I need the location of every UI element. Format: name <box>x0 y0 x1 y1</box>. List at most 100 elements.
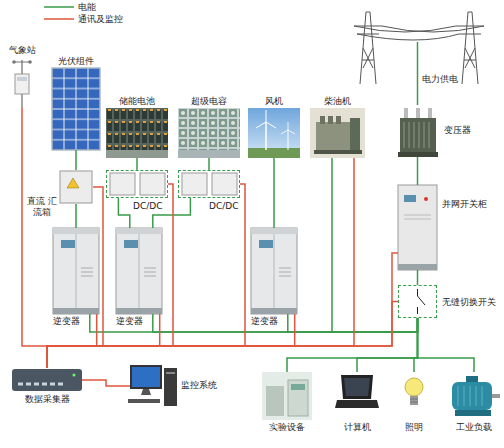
power-tower-part <box>354 12 382 84</box>
lab-equipment: 实验设备 <box>262 372 312 420</box>
wind-photo-part <box>248 148 300 158</box>
inverter: 逆变器 <box>116 228 162 314</box>
node-label: 计算机 <box>332 422 382 433</box>
capacitor-photo-part <box>178 108 240 158</box>
power-line <box>90 314 418 332</box>
inverter-cabinet-part <box>279 268 291 276</box>
dcdc-units-part <box>140 173 165 195</box>
weather-station-art-part <box>15 74 29 94</box>
motor-art-part <box>458 386 482 406</box>
monitor-art-part <box>164 368 177 406</box>
capacitor-photo <box>178 108 240 158</box>
power-line <box>417 86 419 105</box>
bulb-art-part <box>410 396 418 405</box>
legend-line <box>44 6 74 8</box>
lab-equipment-art-part <box>291 384 305 390</box>
capacitor-photo-part <box>178 150 240 158</box>
lab-equipment-art-part <box>262 372 312 420</box>
combiner-box-art-part <box>67 178 79 188</box>
dcdc-units-part <box>182 173 207 195</box>
node-label: 逆变器 <box>116 316 162 327</box>
signal-line <box>22 108 47 368</box>
power-line <box>273 158 275 228</box>
weather-station-art <box>12 60 32 108</box>
power-tower <box>354 12 484 86</box>
switch-symbol <box>418 289 426 314</box>
power-line <box>417 270 419 285</box>
switchgear-cabinet-part <box>404 215 431 219</box>
node-label: 逆变器 <box>53 316 99 327</box>
power-line <box>418 318 475 372</box>
transformer-art <box>398 108 438 157</box>
switchgear-cabinet-part <box>424 197 428 201</box>
power-line <box>357 318 418 372</box>
switch-symbol-part <box>418 289 426 314</box>
node-label: 工业负载 <box>444 422 504 433</box>
wind-photo-part <box>281 122 295 134</box>
data-collector-art <box>12 369 82 391</box>
legend-sample <box>44 15 74 23</box>
weather-station-art-part <box>17 77 27 81</box>
node-label: 照明 <box>394 422 434 433</box>
power-line <box>208 158 210 170</box>
grid-switchgear: 并网开关柜 <box>398 185 437 270</box>
signal-line <box>82 380 130 386</box>
lab-equipment-art-part <box>266 386 284 416</box>
monitor-art-part <box>131 366 161 388</box>
node-label: 电力供电 <box>422 74 462 85</box>
motor-art-part <box>466 376 478 383</box>
node-label: 超级电容 <box>178 96 240 107</box>
power-tower-part <box>354 26 484 40</box>
node-label: 柴油机 <box>310 96 365 107</box>
inverter-cabinet-part <box>144 268 156 276</box>
monitoring-system: 监控系统 <box>130 365 178 407</box>
data-collector: 数据采集器 <box>12 368 82 392</box>
transformer-art-part <box>428 108 432 118</box>
inverter-cabinet-part <box>251 308 297 314</box>
inverter-cabinet-part <box>53 228 99 234</box>
transformer: 变压器 <box>395 105 440 157</box>
wind-photo-part <box>256 110 276 128</box>
diesel-photo <box>310 108 365 158</box>
legend-text: 电能 <box>78 1 96 14</box>
power-line <box>332 158 418 332</box>
diesel-photo-part <box>328 116 333 124</box>
transfer-switch: 无缝切换开关 <box>398 285 437 318</box>
power-line <box>75 150 77 170</box>
node-label: 监控系统 <box>181 380 221 391</box>
legend-text: 通讯及监控 <box>78 13 123 26</box>
grid-supply: 电力供电 <box>350 8 485 86</box>
inverter-cabinet-part <box>251 228 297 314</box>
node-label: 变压器 <box>444 125 484 136</box>
transformer-art-part <box>404 122 429 148</box>
diesel-photo-part <box>320 116 325 124</box>
lab-equipment-art-part <box>288 380 308 416</box>
inverter-cabinet-part <box>61 240 75 248</box>
laptop-art <box>335 375 379 408</box>
node-label: 无缝切换开关 <box>442 297 504 308</box>
transformer-art-part <box>404 108 408 118</box>
node-label: 储能电池 <box>106 96 168 107</box>
switchgear-cabinet <box>398 185 437 270</box>
diesel-photo-part <box>310 108 365 158</box>
inverter-cabinet-part <box>116 228 162 234</box>
combiner-box-art <box>60 171 92 203</box>
node-label: 实验设备 <box>257 422 317 433</box>
monitor-art-part <box>166 372 175 374</box>
combiner-box-art-part <box>60 171 92 203</box>
node-label: 气象站 <box>4 45 40 56</box>
legend-item: 电能 <box>44 1 123 13</box>
computer: 计算机 <box>335 372 379 420</box>
monitor-art-part <box>128 399 160 403</box>
diesel-photo-part <box>336 116 341 124</box>
dcdc-units-part <box>110 173 135 195</box>
motor-art-part <box>452 382 492 410</box>
node-label: 并网开关柜 <box>442 199 502 210</box>
diesel-photo-part <box>350 118 360 150</box>
power-line <box>153 314 418 332</box>
legend-line <box>44 18 74 20</box>
dcdc-units-part <box>212 173 237 195</box>
inverter-cabinet-part <box>124 240 138 248</box>
node-label: 光伏组件 <box>48 56 104 67</box>
node-label: 风机 <box>248 96 300 107</box>
